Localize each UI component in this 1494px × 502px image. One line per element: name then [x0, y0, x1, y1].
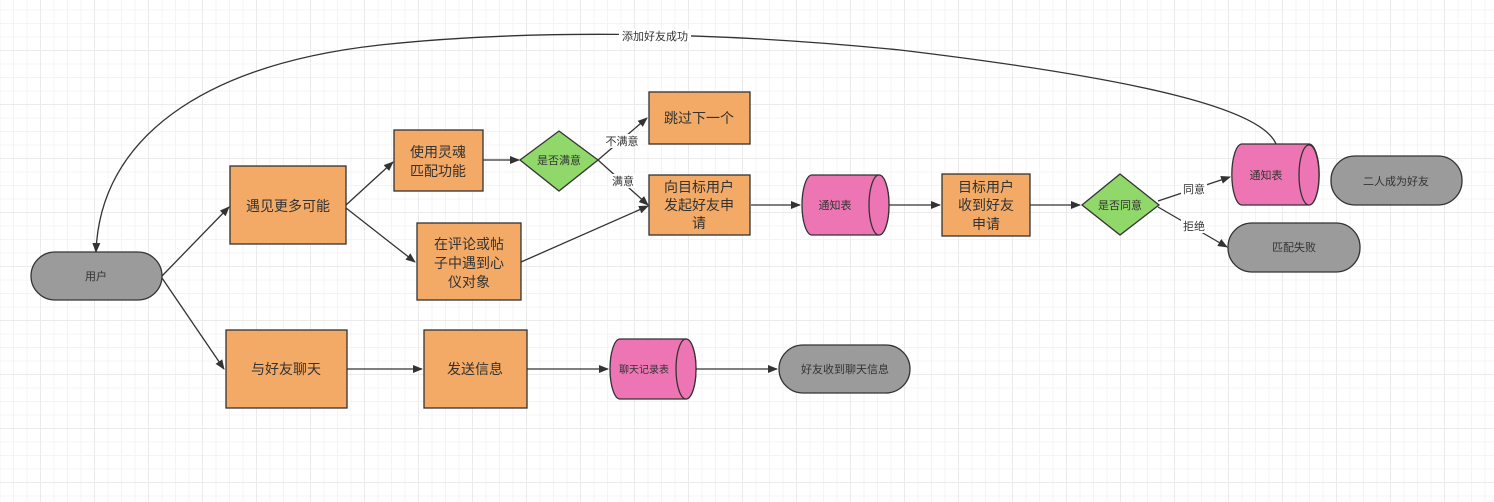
node-match-fail-label: 匹配失败: [1272, 240, 1316, 254]
edge-labels: 添加好友成功 不满意 满意 同意 拒绝: [603, 29, 1207, 233]
node-comment-meet[interactable]: 在评论或帖 子中遇到心 仪对象: [416, 222, 522, 301]
node-user-label: 用户: [85, 269, 107, 283]
edge-label-add-success: 添加好友成功: [622, 29, 688, 43]
node-send-request-line1: 向目标用户: [664, 179, 734, 196]
edge-comment-request: [520, 205, 649, 263]
edge-meet-soul: [345, 161, 394, 206]
node-send-message[interactable]: 发送信息: [423, 329, 528, 409]
edge-meet-comment: [345, 207, 416, 263]
node-soul-match[interactable]: 使用灵魂 匹配功能: [393, 129, 484, 192]
node-notify-table-2-label: 通知表: [1250, 168, 1283, 182]
node-become-friends[interactable]: 二人成为好友: [1330, 155, 1463, 206]
node-target-receive-line2: 收到好友: [958, 198, 1014, 214]
edge-label-not-satisfied: 不满意: [606, 134, 639, 148]
node-chat-friend-label: 与好友聊天: [251, 362, 321, 378]
node-comment-meet-line1: 在评论或帖: [434, 237, 504, 253]
node-agree-decision[interactable]: 是否同意: [1080, 173, 1161, 236]
node-friend-receive-label: 好友收到聊天信息: [801, 362, 889, 376]
node-chat-friend[interactable]: 与好友聊天: [225, 329, 348, 409]
node-send-request-line2: 发起好友申: [664, 198, 734, 214]
edge-notify2-user: [92, 33, 1277, 253]
node-target-receive-line3: 申请: [972, 217, 1000, 233]
node-soul-match-line2: 匹配功能: [410, 164, 466, 180]
node-send-request[interactable]: 向目标用户 发起好友申 请: [648, 174, 751, 236]
node-user[interactable]: 用户: [30, 251, 163, 301]
node-comment-meet-line3: 仪对象: [448, 275, 490, 291]
edge-label-agree: 同意: [1183, 182, 1205, 196]
edge-label-satisfied: 满意: [612, 174, 634, 188]
node-chat-log-table-label: 聊天记录表: [619, 363, 669, 376]
node-notify-table-2[interactable]: 通知表: [1231, 143, 1320, 206]
node-friend-receive[interactable]: 好友收到聊天信息: [778, 344, 911, 394]
node-target-receive[interactable]: 目标用户 收到好友 申请: [941, 173, 1031, 237]
edges: [92, 33, 1277, 373]
node-satisfied-decision[interactable]: 是否满意: [518, 130, 600, 192]
node-meet-more[interactable]: 遇见更多可能: [229, 165, 347, 245]
node-notify-table-1-label: 通知表: [819, 198, 852, 212]
node-notify-table-1[interactable]: 通知表: [801, 174, 890, 236]
node-satisfied-decision-label: 是否满意: [537, 153, 581, 167]
node-agree-decision-label: 是否同意: [1098, 198, 1142, 212]
node-comment-meet-line2: 子中遇到心: [434, 256, 504, 272]
edge-label-reject: 拒绝: [1183, 219, 1205, 233]
node-skip-next[interactable]: 跳过下一个: [648, 91, 751, 145]
edge-user-chat: [161, 277, 225, 370]
node-soul-match-line1: 使用灵魂: [410, 144, 466, 161]
node-match-fail[interactable]: 匹配失败: [1227, 222, 1361, 273]
edge-user-meet: [161, 206, 230, 277]
node-send-message-label: 发送信息: [447, 361, 503, 378]
node-target-receive-line1: 目标用户: [958, 179, 1014, 196]
node-chat-log-table[interactable]: 聊天记录表: [609, 338, 697, 400]
node-become-friends-label: 二人成为好友: [1363, 174, 1429, 188]
node-send-request-line3: 请: [692, 216, 706, 232]
node-meet-more-label: 遇见更多可能: [246, 198, 330, 215]
node-skip-next-label: 跳过下一个: [664, 111, 734, 127]
